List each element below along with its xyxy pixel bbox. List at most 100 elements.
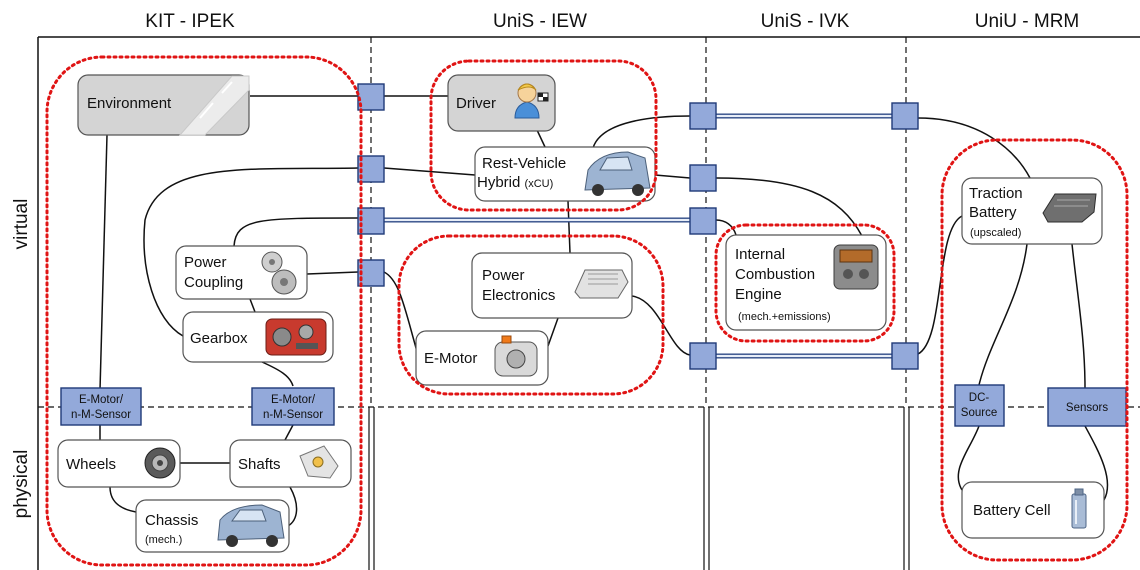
ice-label-sub: (mech.+emissions) — [738, 311, 831, 323]
svg-text:n-M-Sensor: n-M-Sensor — [71, 409, 131, 421]
wheels-node: Wheels — [57, 439, 181, 488]
rest-vehicle-node: Rest-Vehicle Hybrid (xCU) — [474, 146, 656, 202]
power-coupling-label-1: Power — [184, 254, 227, 271]
link-coupling-gearbox — [249, 298, 256, 313]
svg-text:E-Motor/: E-Motor/ — [79, 394, 124, 406]
power-coupling-label-2: Coupling — [184, 274, 243, 291]
traction-battery-label-sub: (upscaled) — [970, 227, 1021, 239]
link-battery-sensors — [1071, 243, 1086, 389]
double-links — [384, 113, 892, 359]
e-motor-node: E-Motor — [415, 330, 549, 386]
header-unis-iew: UniS - IEW — [493, 11, 587, 32]
group-kit-ipek — [45, 55, 363, 567]
interface-squares — [357, 83, 919, 370]
car-icon — [584, 151, 651, 196]
environment-node: Environment — [77, 74, 250, 136]
gearbox-icon — [265, 318, 327, 356]
gearbox-label: Gearbox — [190, 330, 248, 347]
header-kit-ipek: KIT - IPEK — [145, 11, 235, 32]
group-unis-iew-bottom — [397, 234, 665, 396]
link-powerelec-to-bottom-square — [631, 295, 691, 356]
battery-cell-node: Battery Cell — [961, 481, 1105, 539]
chassis-car-icon — [217, 504, 285, 547]
shafts-label: Shafts — [238, 456, 281, 473]
link-rest-to-left-square — [383, 167, 476, 176]
interface-square-rest-right — [689, 164, 717, 192]
power-coupling-icon — [261, 251, 297, 295]
link-sensors-cell — [1084, 425, 1109, 501]
link-right-sensor-to-shafts — [284, 424, 294, 441]
interface-sensors: Sensors — [1047, 387, 1127, 427]
wheel-icon — [144, 447, 176, 479]
interface-square-env-driver — [357, 83, 385, 111]
battery-cell-icon — [1071, 488, 1087, 529]
interface-square-mid-right — [689, 207, 717, 235]
driver-node: Driver — [447, 74, 556, 132]
gearbox-node: Gearbox — [182, 311, 334, 363]
interface-dc-source: DC- Source — [954, 384, 1005, 427]
header-unis-ivk: UniS - IVK — [761, 11, 850, 32]
link-powerelec-to-emotor — [547, 317, 559, 347]
ice-label-1: Internal — [735, 246, 785, 263]
header-uniu-mrm: UniU - MRM — [975, 11, 1080, 32]
group-unis-iew-top — [429, 59, 658, 212]
traction-battery-label-2: Battery — [969, 204, 1017, 221]
driver-label: Driver — [456, 95, 496, 112]
group-uniu-mrm — [940, 138, 1129, 562]
connections — [99, 95, 1109, 527]
interface-square-bottom-mid — [689, 342, 717, 370]
ice-node: Internal Combustion Engine (mech.+emissi… — [725, 234, 887, 331]
link-wheels-chassis — [109, 486, 137, 513]
link-shafts-chassis — [287, 486, 298, 527]
road-icon — [178, 75, 250, 136]
interface-square-top-mid — [689, 102, 717, 130]
link-dcsource-cell — [957, 425, 980, 491]
driver-icon — [514, 83, 549, 119]
ice-label-3: Engine — [735, 286, 782, 303]
link-driver-restvehicle — [536, 129, 546, 148]
interface-emotor-sensor-right: E-Motor/ n-M-Sensor — [251, 387, 335, 426]
frame — [37, 36, 1140, 570]
battery-cell-label: Battery Cell — [973, 502, 1051, 519]
link-rest-to-battery-top — [592, 115, 691, 149]
link-powercoupling-to-square — [306, 271, 359, 275]
group-unis-ivk — [714, 223, 896, 343]
svg-text:Sensors: Sensors — [1066, 402, 1108, 414]
link-environment-left-sensor — [99, 134, 108, 391]
rest-vehicle-label-1: Rest-Vehicle — [482, 155, 566, 172]
e-motor-icon — [494, 335, 538, 377]
chassis-label-sub: (mech.) — [145, 534, 182, 546]
traction-battery-label-1: Traction — [969, 185, 1023, 202]
svg-text:E-Motor/: E-Motor/ — [271, 394, 316, 406]
group-outlines — [45, 55, 1129, 567]
interface-square-coupling — [357, 259, 385, 287]
engine-icon — [833, 244, 879, 290]
link-top-right-to-battery — [917, 117, 1031, 179]
e-motor-label: E-Motor — [424, 350, 477, 367]
svg-text:DC-: DC- — [969, 392, 990, 404]
power-electronics-label-1: Power — [482, 267, 525, 284]
layer-label-physical: physical — [11, 450, 32, 519]
ice-label-2: Combustion — [735, 266, 815, 283]
link-gearbox-to-right-sensor — [261, 361, 294, 387]
link-powercoupling-top — [233, 217, 359, 247]
environment-label: Environment — [87, 95, 172, 112]
power-coupling-node: Power Coupling — [175, 245, 308, 300]
link-left-square-to-gearbox — [143, 167, 359, 337]
link-bottom-right-to-battery — [917, 215, 963, 355]
link-ivk-square-to-engine — [715, 219, 737, 236]
traction-battery-node: Traction Battery (upscaled) — [961, 177, 1103, 245]
svg-text:Source: Source — [961, 407, 997, 419]
interface-square-bottom-right — [891, 342, 919, 370]
wheels-label: Wheels — [66, 456, 116, 473]
shaft-icon — [299, 445, 339, 479]
interface-emotor-sensor-left: E-Motor/ n-M-Sensor — [60, 387, 142, 426]
link-square-to-emotor — [383, 271, 419, 356]
layer-label-virtual: virtual — [11, 199, 32, 250]
power-electronics-label-2: Electronics — [482, 287, 555, 304]
link-rest-to-mid-square — [654, 174, 863, 237]
power-electronics-icon — [574, 269, 629, 299]
svg-text:n-M-Sensor: n-M-Sensor — [263, 409, 323, 421]
rest-vehicle-label-2: Hybrid (xCU) — [477, 174, 553, 191]
